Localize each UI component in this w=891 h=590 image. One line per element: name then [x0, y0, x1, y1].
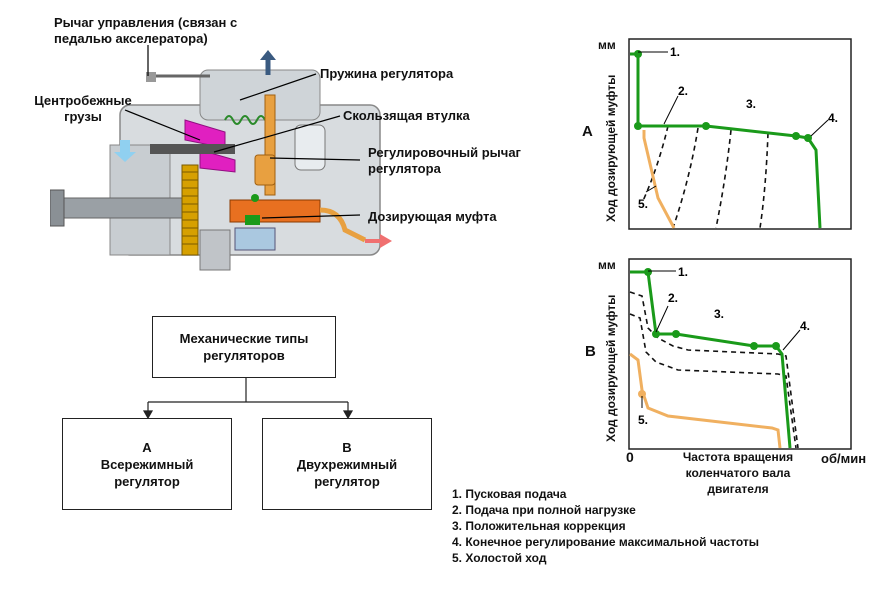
legend-item: 5. Холостой ход [452, 551, 547, 565]
graph-b-y-unit: мм [598, 258, 616, 272]
graph-a-point-3: 3. [746, 97, 756, 111]
graph-b-x-label: Частота вращения коленчатого вала двигат… [682, 450, 794, 496]
label-centrifugal-weights: Центробежные грузы [34, 93, 132, 124]
tree-right-text: Двухрежимный регулятор [296, 456, 398, 489]
graph-b: 1. 2. 3. 4. 5. [628, 258, 852, 450]
graph-b-point-1: 1. [678, 265, 688, 279]
legend-item: 4. Конечное регулирование максимальной ч… [452, 535, 760, 549]
graph-b-point-4: 4. [800, 319, 810, 333]
tree-left-text: Всережимный регулятор [100, 456, 194, 489]
graph-a-point-4: 4. [828, 111, 838, 125]
label-control-collar: Дозирующая муфта [368, 209, 497, 224]
tree-left-box: A Всережимный регулятор [62, 418, 232, 510]
graph-a: 1. 2. 3. 4. 5. [628, 38, 852, 230]
graph-a-point-2: 2. [678, 84, 688, 98]
graph-a-point-5: 5. [638, 197, 648, 211]
graph-a-y-unit: мм [598, 38, 616, 52]
label-control-lever: Рычаг управления (связан с педалью аксел… [54, 15, 238, 46]
legend-item: 3. Положительная коррекция [452, 519, 626, 533]
graph-b-point-2: 2. [668, 291, 678, 305]
legend-item: 1. Пусковая подача [452, 487, 567, 501]
legend: 1. Пусковая подача 2. Подача при полной … [452, 486, 759, 566]
tree-right-box: B Двухрежимный регулятор [262, 418, 432, 510]
graph-b-point-3: 3. [714, 307, 724, 321]
graph-b-point-5: 5. [638, 413, 648, 427]
tree-root-text: Механические типы регуляторов [179, 331, 309, 363]
legend-item: 2. Подача при полной нагрузке [452, 503, 636, 517]
graph-a-y-label: Ход дозирующей муфты [604, 74, 618, 222]
label-sliding-sleeve: Скользящая втулка [343, 108, 470, 123]
graph-b-x-zero: 0 [626, 449, 634, 465]
graph-b-letter: B [585, 343, 596, 360]
graph-b-y-label: Ход дозирующей муфты [604, 294, 618, 442]
graph-a-point-1: 1. [670, 45, 680, 59]
graph-a-letter: A [582, 123, 593, 140]
tree-root-box: Механические типы регуляторов [152, 316, 336, 378]
label-governor-adjusting-lever: Регулировочный рычаг регулятора [368, 145, 521, 176]
tree-left-letter: A [142, 439, 152, 455]
graph-b-x-unit: об/мин [821, 451, 867, 466]
tree-right-letter: B [342, 439, 352, 455]
label-governor-spring: Пружина регулятора [320, 66, 454, 81]
